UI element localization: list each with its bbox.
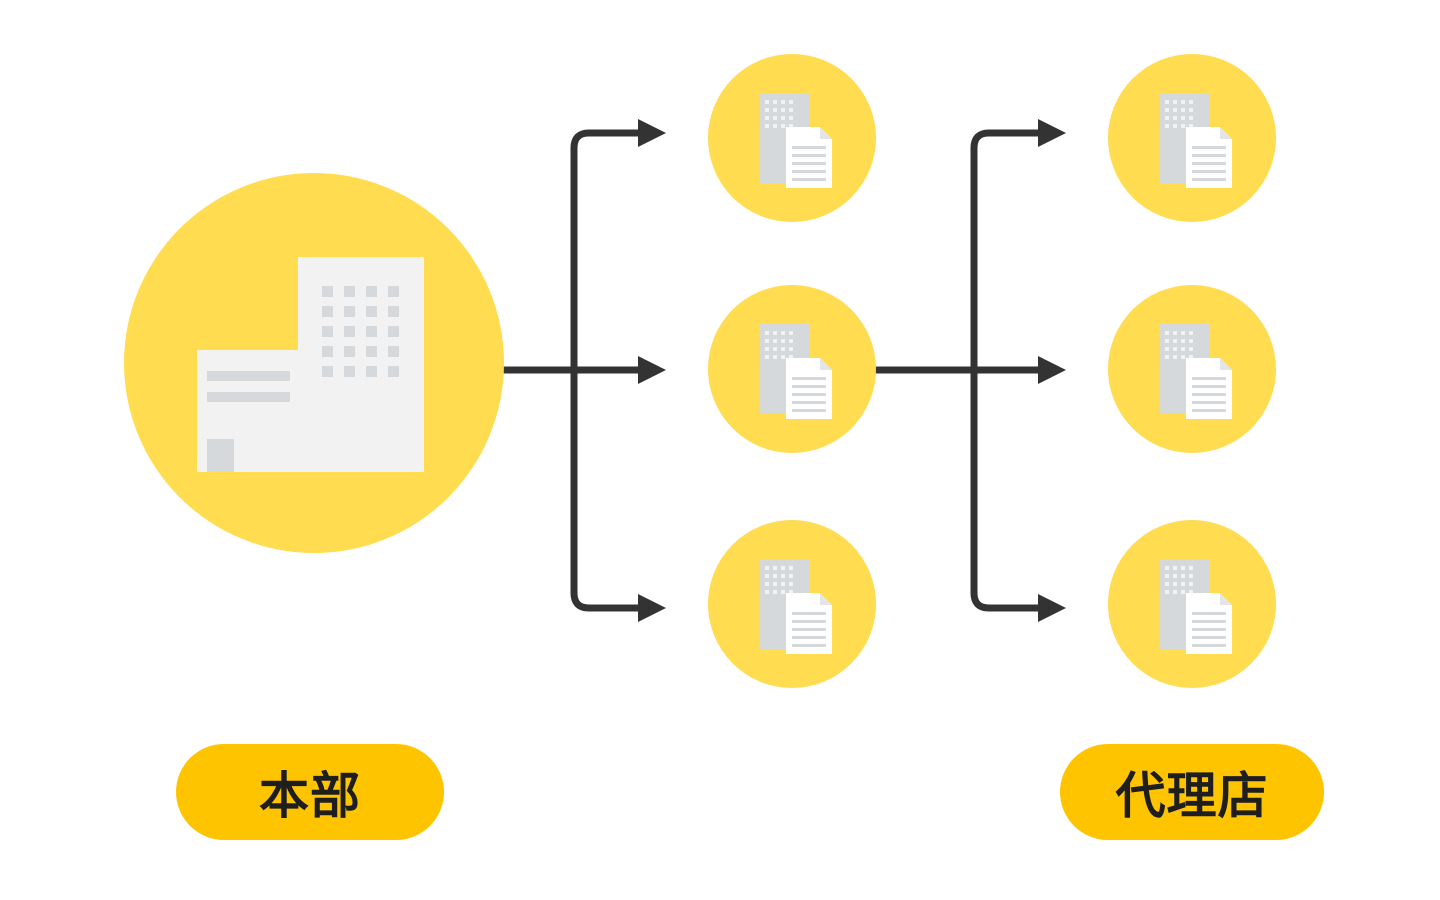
connector-tier1-bottom	[570, 366, 666, 622]
agency-node-middle	[1108, 285, 1276, 453]
agency-node-top	[1108, 54, 1276, 222]
headquarters-label: 本部	[176, 744, 444, 840]
branch-node-tier1-middle	[708, 285, 876, 453]
agency-label: 代理店	[1060, 744, 1324, 840]
connector-tier1-top	[570, 119, 666, 374]
connector-tier2-bottom	[970, 366, 1066, 622]
branch-node-tier1-bottom	[708, 520, 876, 688]
connector-tier2-top	[970, 119, 1066, 374]
agency-node-bottom	[1108, 520, 1276, 688]
headquarters-node	[124, 173, 504, 553]
office-building-icon	[197, 257, 424, 472]
branch-node-tier1-top	[708, 54, 876, 222]
